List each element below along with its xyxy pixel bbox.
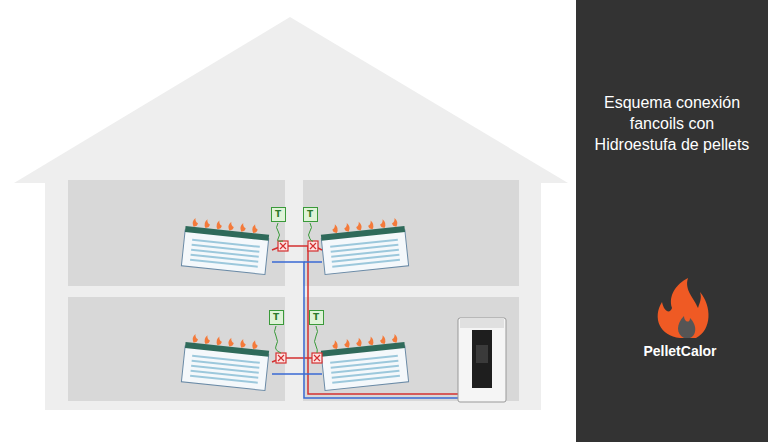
panel-title: Esquema conexión fancoils con Hidroestuf…: [588, 92, 756, 155]
thermostat-box: T: [269, 310, 284, 325]
thermostat-box: T: [303, 207, 318, 222]
thermostat-box: T: [271, 207, 286, 222]
thermostat-box: T: [309, 310, 324, 325]
thermostat-label: T: [307, 210, 313, 219]
thermostat-label: T: [313, 313, 319, 322]
thermostat-label: T: [273, 313, 279, 322]
logo-text: PelletCalor: [600, 343, 760, 359]
thermostat-label: T: [275, 210, 281, 219]
